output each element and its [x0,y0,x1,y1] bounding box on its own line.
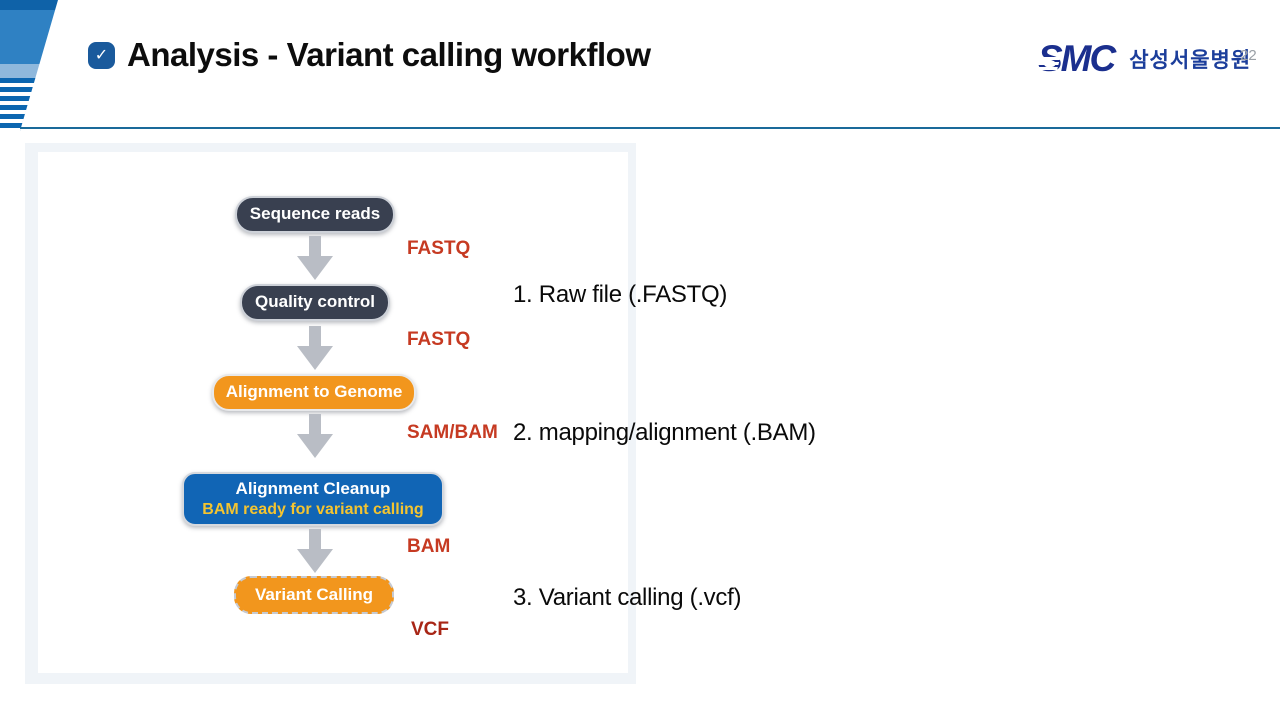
title-row: ✓ Analysis - Variant calling workflow [88,36,651,74]
node-label: Alignment to Genome [225,382,403,402]
file-label-sam-bam: SAM/BAM [407,422,498,443]
corner-decoration-stripes [0,78,36,131]
file-label-vcf: VCF [411,619,449,640]
slide-title: Analysis - Variant calling workflow [127,36,651,73]
corner-decoration [0,0,120,131]
hospital-name-korean: 삼성서울병원 [1129,48,1252,72]
node-alignment-cleanup: Alignment Cleanup BAM ready for variant … [182,472,444,526]
note-mapping-alignment: 2. mapping/alignment (.BAM) [513,419,816,446]
arrow-down-icon [297,414,333,458]
file-label-fastq-2: FASTQ [407,329,471,350]
smc-logo-text: SMC [1038,38,1116,79]
node-sequence-reads: Sequence reads [235,196,395,233]
arrow-down-icon [297,529,333,573]
node-label: Sequence reads [249,204,381,224]
arrow-down-icon [297,236,333,280]
smc-logo: SMC 삼성서울병원 [1038,40,1251,77]
diagram-panel: Sequence reads FASTQ Quality control FAS… [25,143,636,684]
note-raw-file: 1. Raw file (.FASTQ) [513,281,728,308]
node-alignment-to-genome: Alignment to Genome [212,374,416,411]
node-label: Variant Calling [254,584,374,604]
note-variant-calling: 3. Variant calling (.vcf) [513,584,742,611]
node-quality-control: Quality control [240,284,390,321]
header-divider [20,127,1280,129]
file-label-bam: BAM [407,536,451,557]
checkmark-icon: ✓ [88,41,115,69]
diagram-canvas: Sequence reads FASTQ Quality control FAS… [38,152,628,673]
node-label: Alignment Cleanup [235,478,391,498]
node-variant-calling: Variant Calling [234,576,394,614]
arrow-down-icon [297,326,333,370]
node-sublabel: BAM ready for variant calling [202,501,424,519]
page-number: 22 [1240,47,1257,64]
file-label-fastq-1: FASTQ [407,238,471,259]
node-label: Quality control [255,292,375,312]
